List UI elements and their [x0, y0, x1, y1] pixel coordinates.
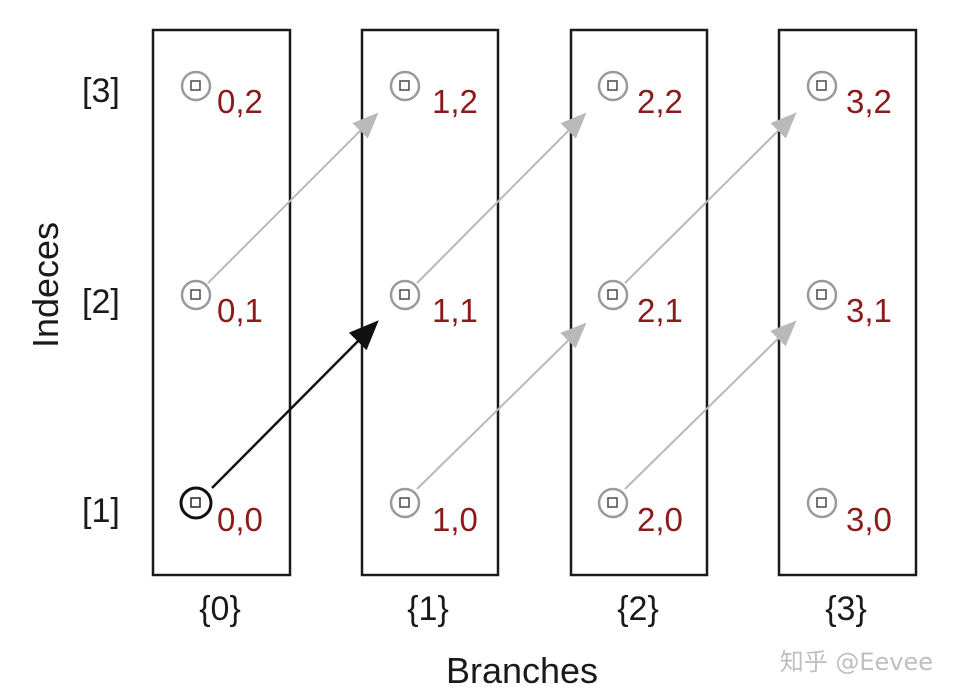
branch-label: {3} — [825, 590, 867, 628]
index-label: [2] — [82, 283, 120, 321]
branch-label: {0} — [199, 590, 241, 628]
node-2-1: 2,1 — [597, 279, 683, 329]
inactive-arrow — [207, 112, 379, 284]
node-label: 0,0 — [217, 501, 263, 538]
index-labels: [3] [2] [1] — [82, 72, 120, 530]
branch-box — [360, 28, 500, 577]
branch-label: {2} — [617, 590, 659, 628]
branch-box — [777, 28, 918, 577]
branch-column-3: 3,2 3,1 3,0 — [806, 70, 892, 538]
node-1-2: 1,2 — [389, 70, 478, 120]
node-label: 2,0 — [637, 501, 683, 538]
node-label: 3,2 — [846, 83, 892, 120]
branch-labels: {0} {1} {2} {3} — [199, 590, 867, 628]
index-label: [1] — [82, 492, 120, 530]
branch-boxes — [151, 28, 918, 577]
active-arrow — [211, 320, 379, 489]
watermark: 知乎 @Eevee — [780, 648, 933, 676]
node-3-1: 3,1 — [806, 279, 892, 329]
node-label: 2,2 — [637, 83, 683, 120]
node-3-2: 3,2 — [806, 70, 892, 120]
node-label: 0,2 — [217, 83, 263, 120]
node-label: 3,1 — [846, 292, 892, 329]
inactive-arrow — [416, 112, 587, 284]
node-1-0: 1,0 — [389, 487, 478, 538]
inactive-arrow — [624, 320, 797, 490]
node-label: 1,0 — [432, 501, 478, 538]
node-label: 1,2 — [432, 83, 478, 120]
node-0-0: 0,0 — [179, 486, 263, 538]
inactive-arrow — [624, 112, 797, 284]
node-1-1: 1,1 — [389, 279, 478, 329]
node-label: 0,1 — [217, 292, 263, 329]
branch-box — [569, 28, 709, 577]
x-axis-title: Branches — [446, 650, 598, 691]
branch-label: {1} — [407, 590, 449, 628]
node-3-0: 3,0 — [806, 487, 892, 538]
index-label: [3] — [82, 72, 120, 110]
branch-column-0: 0,2 0,1 0,0 — [179, 70, 263, 538]
node-label: 3,0 — [846, 501, 892, 538]
node-0-1: 0,1 — [180, 279, 263, 329]
y-axis-title: Indeces — [25, 222, 66, 348]
inactive-arrow — [416, 322, 587, 490]
node-0-2: 0,2 — [180, 70, 263, 120]
node-2-0: 2,0 — [597, 487, 683, 538]
branch-box — [151, 28, 292, 577]
node-label: 1,1 — [432, 292, 478, 329]
branch-column-2: 2,2 2,1 2,0 — [597, 70, 683, 538]
node-label: 2,1 — [637, 292, 683, 329]
branch-column-1: 1,2 1,1 1,0 — [389, 70, 478, 538]
arrows — [207, 112, 797, 490]
node-2-2: 2,2 — [597, 70, 683, 120]
